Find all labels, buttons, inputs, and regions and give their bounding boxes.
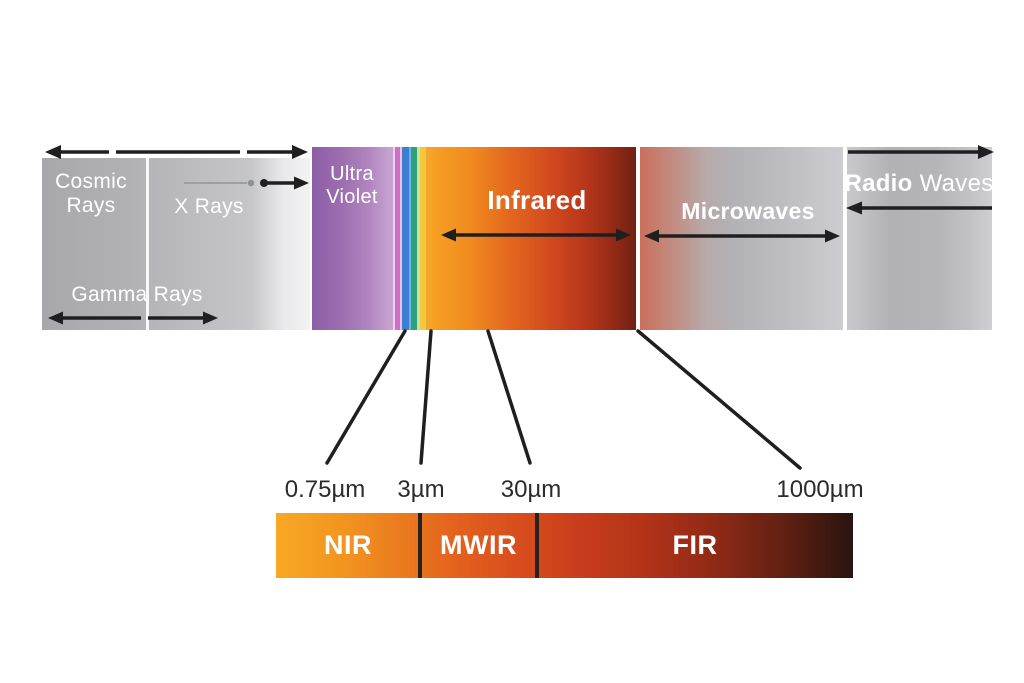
cosmic-rays-label: Cosmic Rays bbox=[55, 170, 127, 218]
radio-waves-label: Radio Waves bbox=[844, 170, 993, 198]
ir-subband-nir: NIR bbox=[276, 513, 420, 578]
band-microwaves bbox=[640, 147, 843, 330]
visible-light-stripe bbox=[400, 147, 402, 330]
wavelength-marker-0.75um: 0.75µm bbox=[284, 476, 366, 503]
band-ultraviolet bbox=[312, 147, 390, 330]
fir-label: FIR bbox=[672, 530, 718, 560]
visible-light-stripe bbox=[426, 147, 432, 330]
bar-divider-30um bbox=[535, 513, 539, 578]
visible-light-stripe bbox=[395, 147, 400, 330]
wavelength-marker-30um: 30µm bbox=[500, 476, 562, 503]
band-radio-waves bbox=[847, 147, 992, 330]
visible-light-stripe bbox=[420, 147, 426, 330]
wavelength-connector-lines bbox=[325, 329, 802, 470]
gamma-rays-label: Gamma Rays bbox=[71, 283, 203, 306]
visible-light-stripe bbox=[393, 147, 395, 330]
infrared-label: Infrared bbox=[487, 185, 587, 215]
visible-light-stripe bbox=[411, 147, 417, 330]
band-divider-line bbox=[146, 158, 149, 330]
ir-subband-fir: FIR bbox=[537, 513, 853, 578]
x-rays-label: X Rays bbox=[174, 195, 244, 218]
radio-waves-label-bold: Radio bbox=[844, 170, 913, 197]
band-infrared bbox=[432, 147, 636, 330]
wavelength-marker-3um: 3µm bbox=[397, 476, 445, 503]
visible-light-stripe bbox=[417, 147, 420, 330]
ir-subband-bar: NIR MWIR FIR bbox=[276, 513, 853, 578]
ultraviolet-label: Ultra Violet bbox=[326, 163, 378, 208]
visible-light-stripe bbox=[390, 147, 393, 330]
mwir-label: MWIR bbox=[440, 530, 517, 560]
wavelength-marker-1000um: 1000µm bbox=[776, 476, 864, 503]
cosmic-xray-range-arrow bbox=[45, 145, 308, 159]
ir-subband-mwir: MWIR bbox=[420, 513, 537, 578]
radio-waves-label-regular: Waves bbox=[912, 170, 994, 197]
bar-divider-3um bbox=[418, 513, 422, 578]
visible-light-strip bbox=[390, 147, 432, 330]
visible-light-stripe bbox=[409, 147, 411, 330]
visible-light-stripe bbox=[402, 147, 409, 330]
nir-label: NIR bbox=[324, 530, 372, 560]
microwaves-label: Microwaves bbox=[681, 198, 815, 224]
